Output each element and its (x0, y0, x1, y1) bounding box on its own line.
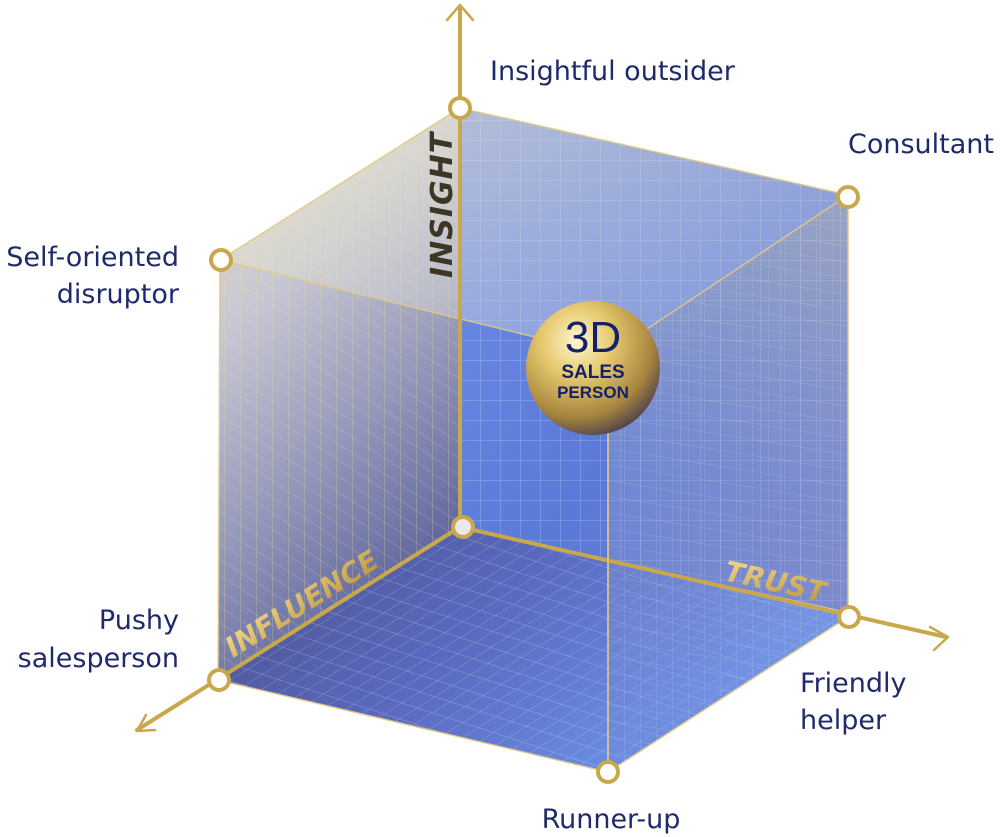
corner-labels: Insightful outsider Consultant Self-orie… (6, 56, 994, 835)
corner-nodes (207, 96, 861, 784)
node-insightful-outsider (448, 96, 472, 120)
label-consultant: Consultant (848, 129, 994, 160)
label-helper: helper (800, 705, 887, 736)
node-consultant (836, 185, 860, 209)
label-self-oriented: Self-oriented (6, 242, 179, 273)
center-ball: 3D SALES PERSON (526, 301, 660, 435)
node-friendly-helper (837, 605, 861, 629)
center-label-3d: 3D (565, 313, 621, 362)
label-pushy: Pushy (99, 605, 179, 636)
label-friendly: Friendly (800, 668, 907, 699)
center-label-person: PERSON (557, 383, 629, 402)
center-label-sales: SALES (561, 362, 624, 383)
label-salesperson: salesperson (18, 643, 179, 674)
node-runner-up (596, 760, 620, 784)
axes (135, 3, 950, 733)
label-insightful-outsider: Insightful outsider (490, 56, 736, 87)
label-runner-up: Runner-up (542, 804, 681, 835)
right-face (608, 195, 848, 772)
node-self-oriented-disruptor (209, 248, 233, 272)
top-face (220, 108, 848, 355)
trust-axis (458, 525, 948, 639)
influence-axis (135, 525, 462, 732)
node-pushy-salesperson (207, 668, 231, 692)
node-origin (451, 515, 475, 539)
label-disruptor: disruptor (57, 279, 180, 310)
insight-axis-label: INSIGHT (425, 130, 460, 278)
